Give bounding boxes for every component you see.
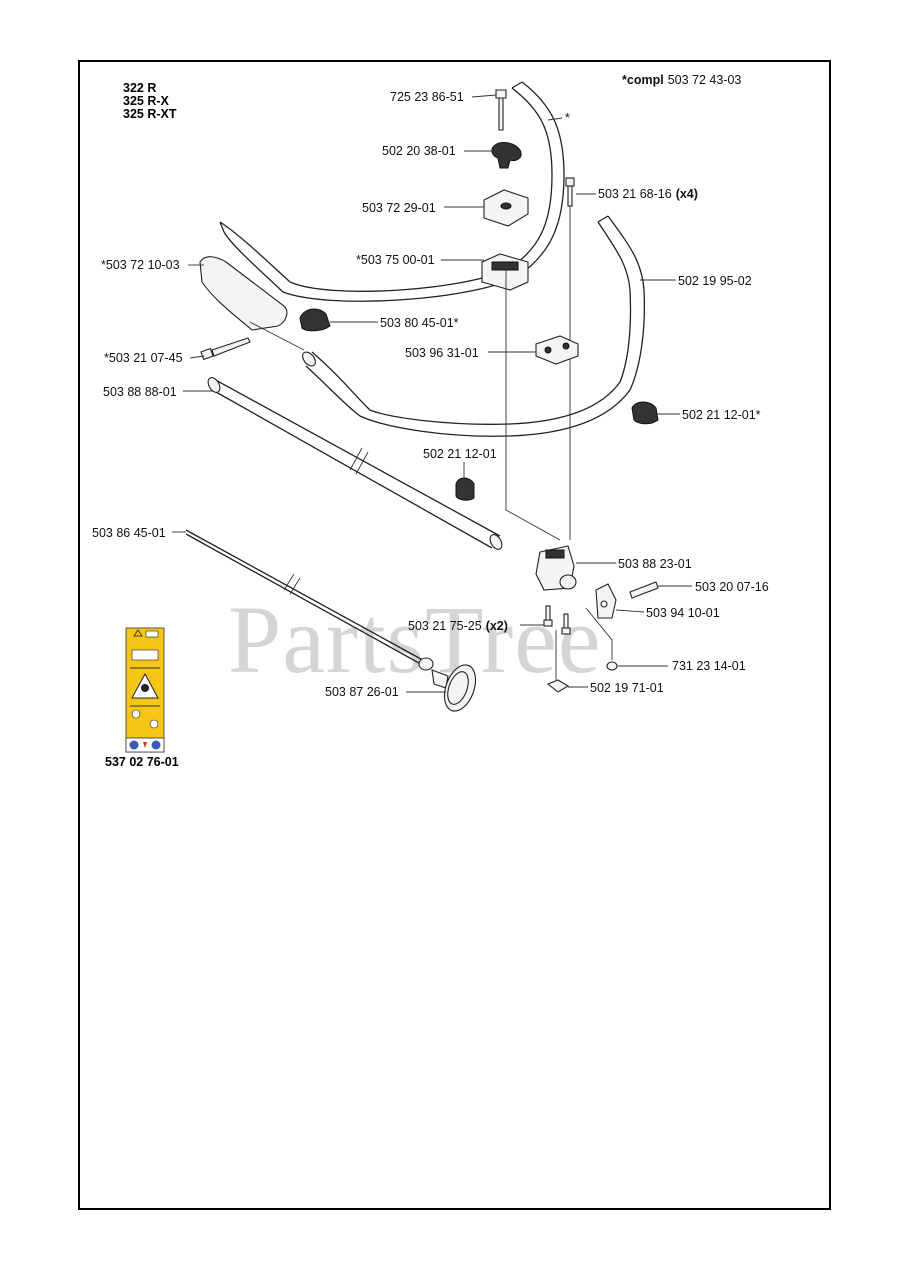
label-502197101: 502 19 71-01: [590, 681, 664, 695]
clamp-top-503722901: [483, 189, 529, 227]
label-503217525: 503 21 75-25 (x2): [408, 619, 508, 633]
label-502199502: 502 19 95-02: [678, 274, 752, 288]
compl-note: *compl 503 72 43-03: [622, 73, 741, 87]
bolt-725238651: [495, 89, 507, 131]
label-502211201-star: 502 21 12-01*: [682, 408, 761, 422]
watermark: PartsTree: [228, 586, 601, 693]
screw-503200716: [629, 581, 659, 599]
label-503804501: 503 80 45-01*: [380, 316, 459, 330]
clamp-base-503750001: [481, 253, 529, 291]
label-503722901: 503 72 29-01: [362, 201, 436, 215]
label-503721003: *503 72 10-03: [101, 258, 180, 272]
label-503941001: 503 94 10-01: [646, 606, 720, 620]
knob-502211201: [455, 477, 475, 501]
shaft-tube: [207, 377, 503, 550]
nut-line: [585, 607, 613, 660]
label-503217525-number: 503 21 75-25: [408, 619, 482, 633]
label-503882301: 503 88 23-01: [618, 557, 692, 571]
washer-502197101: [546, 679, 570, 693]
label-503872601: 503 87 26-01: [325, 685, 399, 699]
model-325rx: 325 R-X: [123, 94, 170, 108]
label-503210745: *503 21 07-45: [104, 351, 183, 365]
label-503216816-qty: (x4): [676, 187, 698, 201]
label-502203801: 502 20 38-01: [382, 144, 456, 158]
label-503217525-qty: (x2): [486, 619, 508, 633]
decal-part-number: 537 02 76-01: [105, 755, 179, 769]
label-502211201: 502 21 12-01: [423, 447, 497, 461]
label-503216816-number: 503 21 68-16: [598, 187, 672, 201]
model-322r: 322 R: [123, 81, 156, 95]
clamp-housing: [535, 545, 577, 591]
knob-502211201-star: [631, 401, 659, 425]
compl-number: 503 72 43-03: [668, 73, 742, 87]
diagram-frame: [78, 60, 831, 1210]
label-503216816: 503 21 68-16 (x4): [598, 187, 698, 201]
label-503963101: 503 96 31-01: [405, 346, 479, 360]
grip: [199, 256, 305, 351]
handlebar-asterisk: *: [565, 111, 570, 125]
label-725238651: 725 23 86-51: [390, 90, 464, 104]
bracket-503963101: [535, 335, 579, 365]
drive-wheel: [418, 657, 477, 712]
screw-503216816: [565, 177, 575, 540]
clip-503804501: [299, 308, 331, 332]
model-325rxt: 325 R-XT: [123, 107, 177, 121]
nut-731231401: [606, 661, 618, 671]
safety-decal: [125, 627, 165, 753]
guide-line: [505, 270, 561, 541]
barrier-bar: [302, 215, 676, 437]
label-503752001: *503 75 00-01: [356, 253, 435, 267]
label-503888801: 503 88 88-01: [103, 385, 177, 399]
drive-shaft: [185, 529, 431, 669]
clamp-plate: [595, 583, 617, 619]
label-503200716: 503 20 07-16: [695, 580, 769, 594]
screw-503210745: [200, 337, 251, 361]
label-731231401: 731 23 14-01: [672, 659, 746, 673]
label-503864501: 503 86 45-01: [92, 526, 166, 540]
screws-503217525: [543, 605, 571, 635]
compl-prefix: *compl: [622, 73, 664, 87]
knob-502203801: [491, 142, 522, 169]
